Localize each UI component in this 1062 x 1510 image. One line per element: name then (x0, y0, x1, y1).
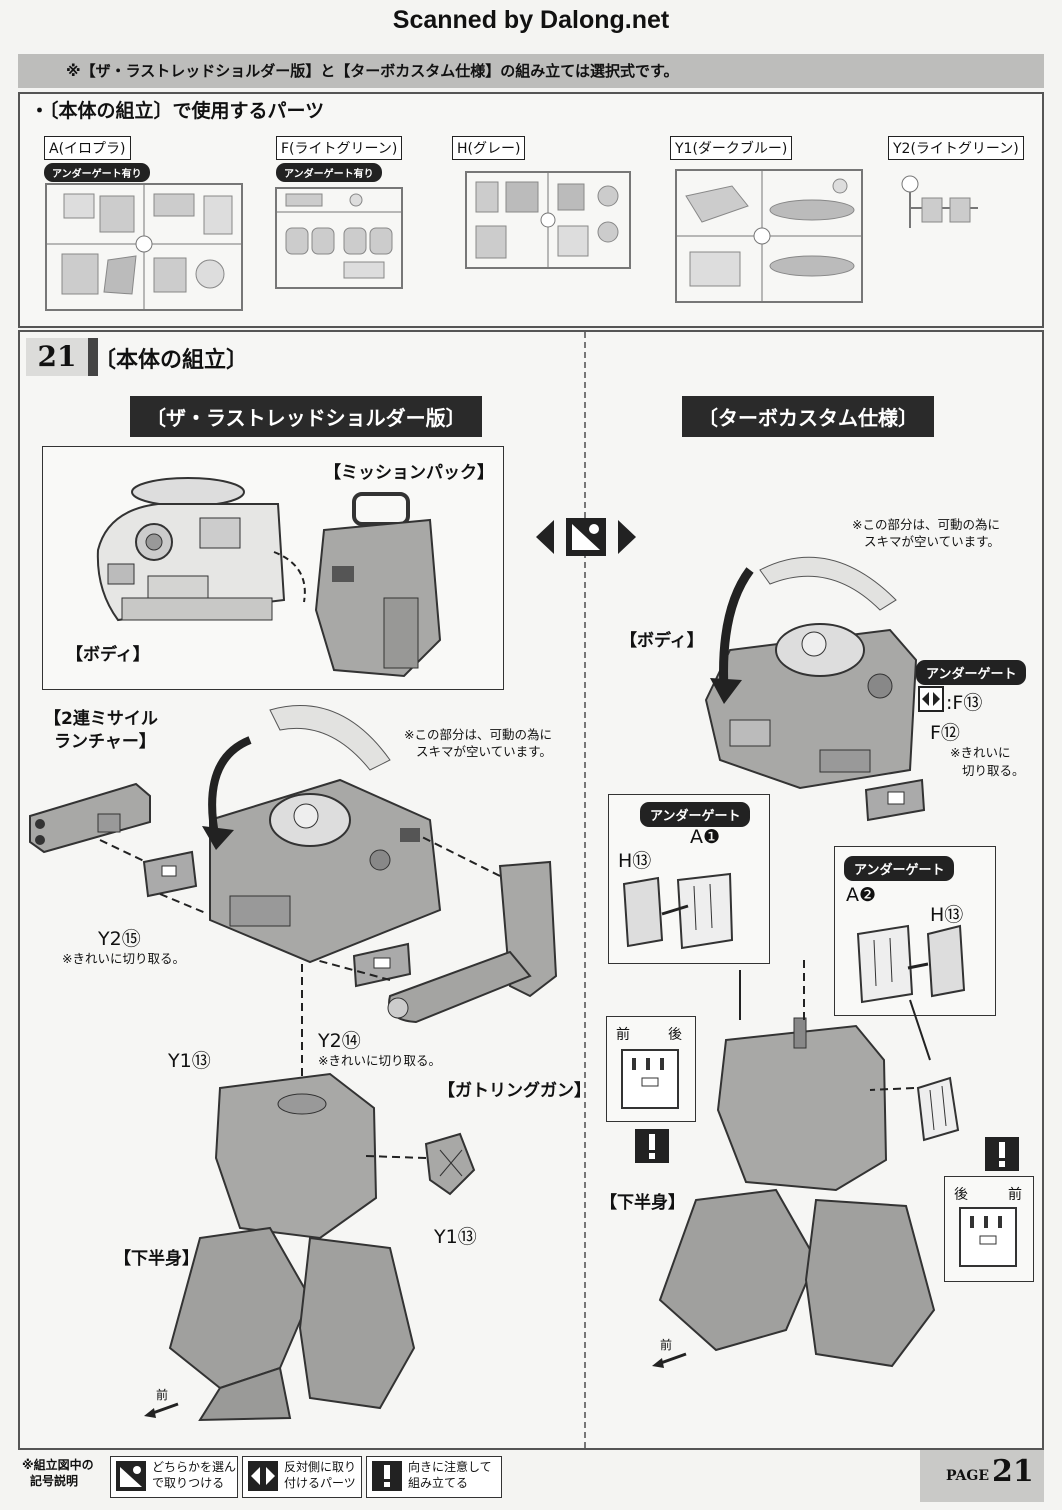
label-f12: F⑫ (930, 722, 960, 744)
missile-launcher-illustration (29, 782, 151, 854)
label-body-left: 【ボディ】 (66, 645, 150, 665)
version-divider (584, 332, 588, 1448)
side-armor-guide (365, 1155, 427, 1159)
front-label-left: 前 (156, 1388, 169, 1402)
part-h13-right (916, 1076, 960, 1142)
step-title: 〔本体の組立〕 (94, 347, 249, 373)
runner-label-h: H(グレー) (452, 136, 526, 160)
right-clean-cut-2: 切り取る。 (962, 763, 1025, 778)
runner-a-illustration (45, 183, 243, 311)
mirror-part-icon (918, 686, 944, 712)
runner-label-a: A(イロプラ) (44, 136, 131, 160)
plate-y2-14 (352, 942, 412, 988)
right-clean-cut-1: ※きれいに (950, 745, 1011, 760)
page-number: 21 (992, 1454, 1034, 1489)
legend-caution-2: 組み立てる (408, 1476, 469, 1490)
parts-h13-a1-illustration (622, 872, 734, 950)
caution-icon-1 (635, 1129, 669, 1163)
orient1-back-label: 後 (668, 1027, 682, 1043)
left-guide-lines (99, 835, 501, 1076)
orient2-front-label: 前 (1008, 1187, 1022, 1203)
label-mission-pack: 【ミッションパック】 (324, 463, 494, 483)
label-lower-body-right: 【下半身】 (600, 1193, 685, 1213)
lower-body-right-illustration (658, 1017, 936, 1368)
label-missile-launcher-2: ランチャー】 (54, 732, 156, 752)
label-body-right: 【ボディ】 (620, 631, 704, 651)
label-lower-body-left: 【下半身】 (114, 1249, 199, 1269)
under-gate-badge-f: アンダーゲート有り (276, 163, 382, 182)
left-gap-note-2: スキマが空いています。 (416, 744, 552, 759)
legend-title-1: ※組立図中の (22, 1458, 94, 1472)
under-gate-badge-box2: アンダーゲート (844, 856, 955, 881)
orient2-back-label: 後 (954, 1187, 968, 1203)
lower-body-left-illustration (168, 1072, 416, 1422)
caution-icon-2 (985, 1137, 1019, 1171)
runner-h-illustration (465, 171, 631, 269)
orient1-part-diagram (621, 1049, 679, 1109)
turbo-body-illustration (704, 556, 918, 790)
parts-a2-h13-illustration (856, 924, 966, 1004)
label-y2-15: Y2⑮ (98, 928, 141, 950)
runner-f-illustration (275, 187, 403, 289)
under-gate-badge-a: アンダーゲート有り (44, 163, 150, 182)
page-label: PAGE (946, 1468, 989, 1484)
selection-banner: ※【ザ・ラストレッドショルダー版】と【ターボカスタム仕様】の組み立ては選択式です… (18, 54, 1044, 88)
label-a2: A❷ (846, 884, 877, 906)
label-y2-14: Y2⑭ (318, 1030, 361, 1052)
legend-title-2: 記号説明 (30, 1474, 79, 1488)
runner-label-f: F(ライトグリーン) (276, 136, 403, 160)
front-arrow-right (652, 1352, 687, 1368)
step-number: 21 (26, 338, 98, 376)
mirror-legend-icon (248, 1461, 278, 1491)
legend-choose-2: で取りつける (152, 1476, 225, 1490)
right-guide-lines (739, 960, 931, 1091)
runner-label-y1: Y1(ダークブルー) (670, 136, 793, 160)
version-tag-last-red-shoulder: 〔ザ・ラストレッドショルダー版〕 (130, 396, 482, 437)
body-assembly-illustration (202, 705, 442, 964)
runner-label-y2: Y2(ライトグリーン) (888, 136, 1024, 160)
label-y1-13-side: Y1⑬ (434, 1226, 477, 1248)
label-h13-box2: H⑬ (930, 904, 964, 926)
runner-y2-illustration (901, 175, 978, 228)
front-arrow-left (144, 1402, 179, 1418)
legend-mirror-2: 付けるパーツ (284, 1476, 356, 1490)
label-missile-launcher-1: 【2連ミサイル (44, 709, 158, 729)
under-gate-badge-f13: アンダーゲート (916, 660, 1027, 685)
front-label-right: 前 (660, 1338, 673, 1352)
legend-caution-1: 向きに注意して (408, 1460, 492, 1474)
version-tag-turbo-custom: 〔ターボカスタム仕様〕 (682, 396, 934, 437)
label-h13-box1: H⑬ (618, 850, 652, 872)
orient1-front-label: 前 (616, 1027, 630, 1043)
side-armor-y1-13 (424, 1132, 476, 1196)
gatling-gun-illustration (387, 860, 558, 1024)
body-back-illustration (96, 477, 286, 622)
legend-mirror-1: 反対側に取り (284, 1460, 357, 1474)
plate-y2-15 (142, 850, 198, 898)
clean-cut-note-1: ※きれいに切り取る。 (62, 951, 185, 966)
dashed-connector-left (273, 551, 306, 603)
right-gap-note-1: ※この部分は、可動の為に (852, 517, 1000, 532)
parts-heading: ・〔本体の組立〕で使用するパーツ (30, 100, 325, 122)
choose-one-icon (536, 518, 636, 556)
clean-cut-note-2: ※きれいに切り取る。 (318, 1053, 441, 1068)
choose-one-legend-icon (116, 1461, 146, 1491)
left-gap-note-1: ※この部分は、可動の為に (404, 727, 552, 742)
label-y1-13-top: Y1⑬ (168, 1050, 211, 1072)
legend-choose-1: どちらかを選ん (152, 1460, 237, 1474)
caution-legend-icon (372, 1461, 402, 1491)
label-mirror-f13: :F⑬ (946, 692, 983, 714)
mission-pack-illustration (314, 492, 442, 678)
orient2-part-diagram (959, 1207, 1017, 1267)
label-a1: A❶ (690, 826, 721, 848)
page-number-box: PAGE 21 (920, 1450, 1044, 1502)
scan-credit: Scanned by Dalong.net (392, 6, 670, 34)
under-gate-badge-box1: アンダーゲート (640, 802, 751, 827)
right-gap-note-2: スキマが空いています。 (864, 534, 1000, 549)
plate-f12 (864, 778, 926, 822)
runner-y1-illustration (675, 169, 863, 303)
label-gatling-gun: 【ガトリングガン】 (438, 1081, 591, 1101)
